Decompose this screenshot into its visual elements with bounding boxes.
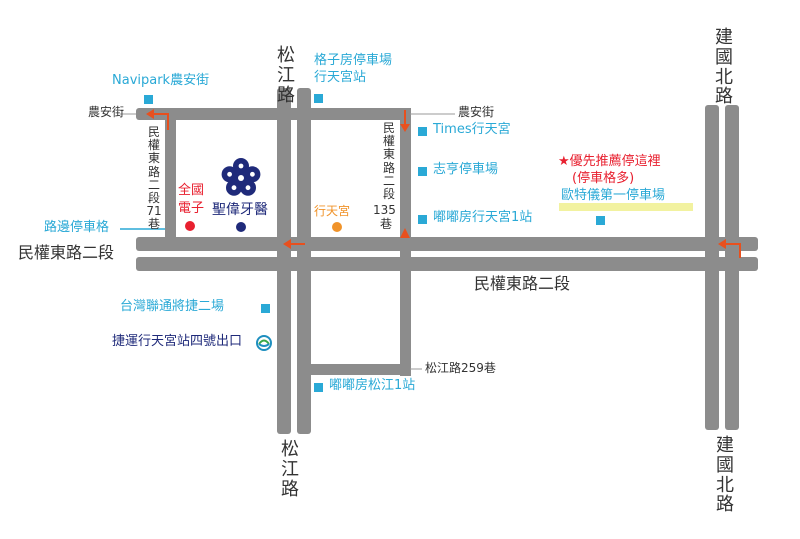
street-label-songjiang-259: 松江路259巷 bbox=[425, 361, 496, 375]
arrow-jianguo-turn bbox=[724, 243, 741, 258]
landmark-label-mrt-exit: 捷運行天宮站四號出口 bbox=[112, 334, 243, 349]
road-lane-135 bbox=[400, 108, 411, 376]
landmark-label-temple: 行天宮 bbox=[314, 204, 351, 218]
parking-label-gezifang-1: 格子房停車場 bbox=[314, 53, 393, 68]
landmark-marker-temple bbox=[332, 222, 342, 232]
landmark-label-quanguo-1: 全國 bbox=[178, 183, 205, 198]
street-label-lane-135-a: 民權東路二段 bbox=[382, 121, 395, 201]
street-label-lane-135-c: 巷 bbox=[380, 217, 393, 231]
street-label-jianguo-top: 建國北路 bbox=[715, 27, 733, 108]
parking-label-zhiheng: 志亨停車場 bbox=[433, 162, 499, 177]
parking-label-roadside: 路邊停車格 bbox=[44, 220, 110, 235]
street-label-lane-135-b: 135 bbox=[373, 203, 396, 217]
parking-marker-gezifang bbox=[314, 94, 323, 103]
road-jianguo-west bbox=[705, 105, 719, 430]
parking-label-navipark: Navipark農安街 bbox=[112, 73, 210, 88]
parking-label-outejie: 歐特儀第一停車場 bbox=[561, 188, 666, 203]
street-label-nongan-right: 農安街 bbox=[458, 105, 495, 119]
street-label-jianguo-bottom: 建國北路 bbox=[716, 435, 734, 516]
street-label-nongan-left: 農安街 bbox=[88, 105, 125, 119]
parking-marker-times bbox=[418, 127, 427, 136]
clinic-logo-icon bbox=[221, 158, 261, 196]
street-label-songjiang-top: 松江路 bbox=[277, 45, 295, 106]
landmark-marker-clinic bbox=[236, 222, 246, 232]
street-label-songjiang-bottom: 松江路 bbox=[281, 439, 299, 500]
road-nongan-street bbox=[136, 108, 410, 120]
mrt-icon bbox=[256, 335, 272, 351]
recommended-highlight bbox=[559, 203, 693, 211]
street-label-minquan-main: 民權東路二段 bbox=[474, 274, 571, 293]
recommend-label-line2: (停車格多) bbox=[572, 171, 635, 186]
road-songjiang-west bbox=[277, 88, 291, 434]
road-songjiang-east bbox=[297, 88, 311, 434]
parking-marker-outejie bbox=[596, 216, 605, 225]
parking-label-dudufang-sj: 嘟嘟房松江1站 bbox=[329, 378, 416, 393]
recommend-label-line1: ★優先推薦停這裡 bbox=[558, 154, 661, 169]
arrow-heads bbox=[146, 109, 726, 249]
landmark-label-clinic: 聖偉牙醫 bbox=[212, 202, 268, 218]
parking-label-taiwan-lianton: 台灣聯通將捷二場 bbox=[120, 299, 225, 314]
road-minquan-north bbox=[136, 237, 758, 251]
parking-marker-zhiheng bbox=[418, 167, 427, 176]
parking-label-dudufang-xtg: 嘟嘟房行天宮1站 bbox=[433, 210, 533, 225]
arrow-nongan-turn bbox=[152, 113, 169, 130]
parking-marker-dudufang-xtg bbox=[418, 215, 427, 224]
landmark-label-quanguo-2: 電子 bbox=[178, 201, 205, 216]
road-lane-71 bbox=[165, 108, 176, 243]
landmark-marker-quanguo bbox=[185, 221, 195, 231]
street-label-lane-71: 民權東路二段71巷 bbox=[146, 125, 162, 232]
street-label-minquan-left: 民權東路二段 bbox=[18, 243, 115, 262]
parking-marker-navipark bbox=[144, 95, 153, 104]
parking-label-gezifang-2: 行天宮站 bbox=[314, 70, 367, 85]
parking-label-times: Times行天宮 bbox=[433, 122, 511, 137]
road-minquan-south bbox=[136, 257, 758, 271]
road-songjiang-lane-259 bbox=[306, 364, 410, 375]
parking-marker-taiwan-lianton bbox=[261, 304, 270, 313]
parking-marker-dudufang-sj bbox=[314, 383, 323, 392]
road-jianguo-east bbox=[725, 105, 739, 430]
